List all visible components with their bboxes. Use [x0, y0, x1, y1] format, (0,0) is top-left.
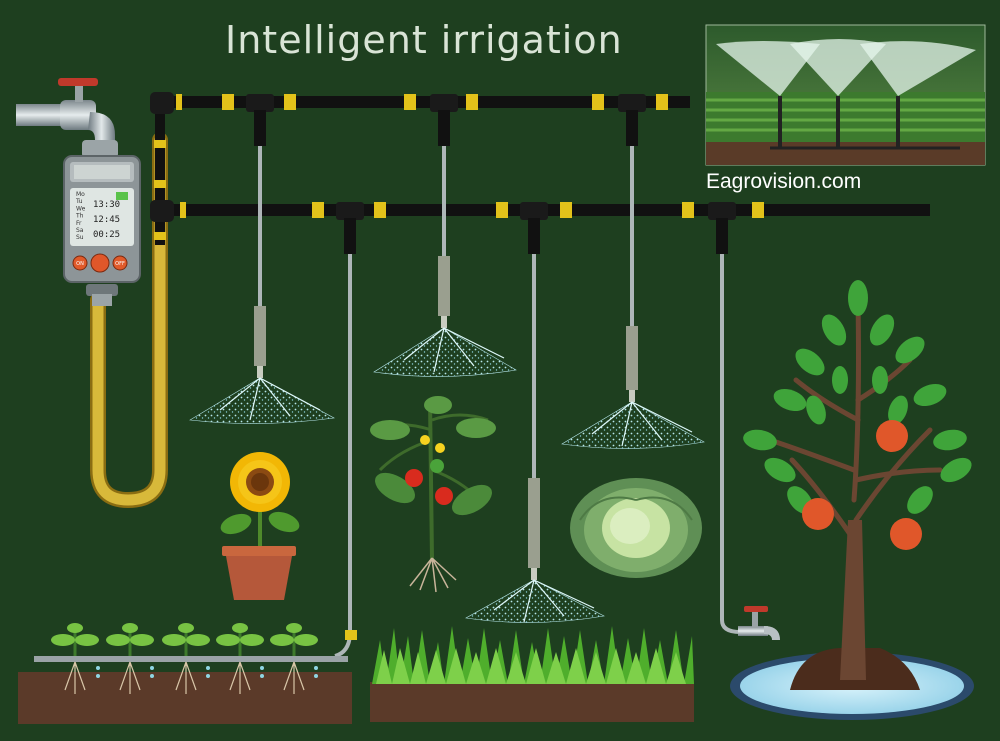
irrigation-timer — [63, 140, 141, 306]
tree-tap — [738, 606, 780, 640]
drip-seedlings — [18, 623, 352, 724]
timer-button[interactable] — [90, 253, 110, 273]
timer-day-label: Tu — [75, 198, 83, 205]
timer-day-label: Su — [76, 234, 84, 241]
cabbage — [570, 478, 702, 578]
faucet-handle-icon — [58, 78, 98, 86]
timer-time-value: 12:45 — [93, 215, 120, 225]
timer-time-value: 00:25 — [93, 230, 120, 240]
timer-display — [70, 188, 134, 246]
lawn-plot — [370, 626, 694, 722]
timer-time-value: 13:30 — [93, 200, 120, 210]
timer-day-label: Fr — [76, 220, 82, 227]
timer-button-label: ON — [76, 261, 84, 267]
supply-pipes — [150, 92, 930, 254]
timer-button-label: OFF — [115, 261, 125, 267]
sprinkler-drops — [254, 146, 741, 658]
timer-day-label: Sa — [76, 227, 84, 234]
timer-day-label: Mo — [76, 191, 85, 198]
brand-watermark: Eagrovision.com — [706, 170, 862, 193]
timer-day-label: Th — [75, 213, 84, 220]
timer-day-label: We — [76, 205, 86, 212]
sunflower-pot — [220, 452, 300, 600]
field-sprinkler-photo — [705, 24, 986, 166]
diagram-title: Intelligent irrigation — [225, 18, 623, 62]
timer-button[interactable] — [112, 255, 128, 271]
fruit-tree — [730, 280, 974, 720]
timer-button[interactable] — [72, 255, 88, 271]
tomato-plant — [370, 396, 496, 593]
water-spray — [189, 327, 705, 623]
